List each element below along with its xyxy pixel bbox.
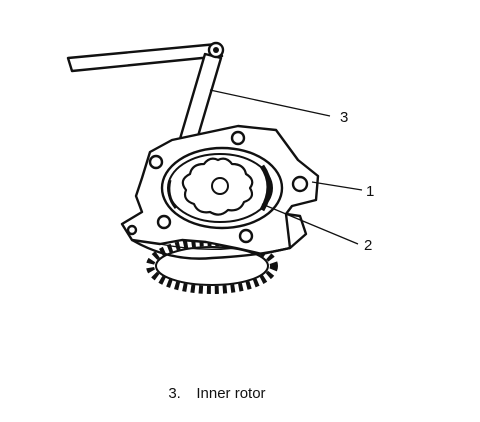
rotor-assembly — [160, 146, 284, 230]
bolt-hole — [148, 154, 164, 170]
callout-number-3: 3 — [340, 109, 348, 126]
bolt-hole — [291, 175, 309, 193]
bolt-hole — [230, 130, 246, 146]
rotor-center-hole — [211, 177, 229, 195]
leader-line-3 — [209, 89, 331, 117]
bolt-hole — [238, 228, 254, 244]
leader-lines — [209, 89, 363, 245]
bolt-hole — [156, 214, 172, 230]
figure-caption: 3. Inner rotor — [160, 368, 266, 402]
leader-line-1 — [311, 181, 363, 191]
leader-line-2 — [261, 203, 359, 245]
callout-number-1: 1 — [366, 183, 374, 200]
caption-text: Inner rotor — [196, 385, 266, 402]
callout-number-2: 2 — [364, 237, 372, 254]
bolt-hole — [126, 224, 138, 236]
caption-number: 3. — [168, 385, 181, 402]
drive-sprocket — [146, 238, 278, 294]
tool-handle-bar — [66, 42, 224, 73]
